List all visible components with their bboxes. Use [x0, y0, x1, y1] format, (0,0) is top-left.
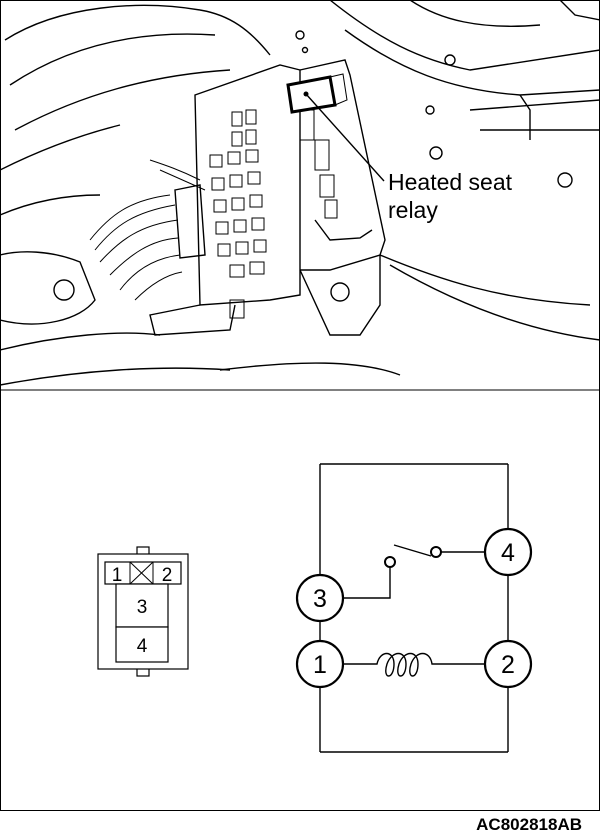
relay-schematic — [295, 463, 533, 753]
schematic-terminal-3: 3 — [313, 585, 327, 613]
relay-connector-view — [97, 546, 189, 677]
connector-pin-2: 2 — [162, 565, 173, 586]
callout-label-line1: Heated seat — [388, 169, 513, 195]
callout-label-line2: relay — [388, 197, 438, 223]
callout-leader-line — [305, 93, 385, 182]
schematic-terminal-2: 2 — [501, 651, 515, 679]
connector-pin-3: 3 — [137, 597, 148, 618]
vehicle-drawing — [0, 0, 600, 386]
connector-pin-4: 4 — [137, 636, 148, 657]
figure-code: AC802818AB — [476, 815, 582, 834]
connector-pin-1: 1 — [112, 565, 123, 586]
schematic-terminal-1: 1 — [313, 651, 327, 679]
schematic-terminal-4: 4 — [501, 539, 515, 567]
